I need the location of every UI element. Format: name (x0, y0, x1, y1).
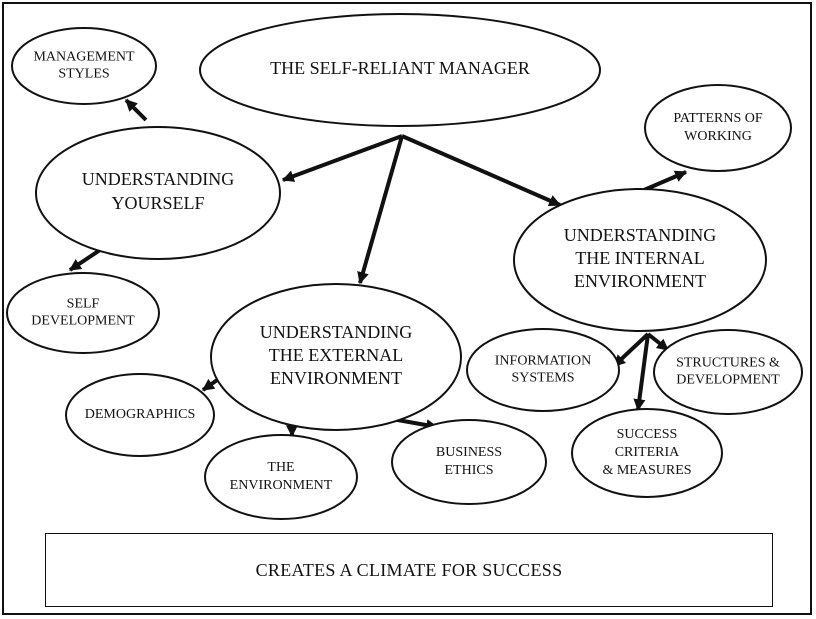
node-yourself-label-2: YOURSELF (111, 193, 204, 213)
node-information-systems: INFORMATION SYSTEMS (466, 328, 620, 412)
node-management-styles-label-1: MANAGEMENT (33, 50, 135, 65)
node-demographics: DEMOGRAPHICS (65, 373, 215, 457)
node-internal-ellipse (513, 188, 767, 332)
node-management-styles: MANAGEMENT STYLES (11, 27, 157, 105)
node-success-criteria-label-3: & MEASURES (602, 463, 691, 478)
node-external-ellipse (210, 283, 462, 431)
arrows (68, 98, 688, 438)
node-structures-development-label-1: STRUCTURES & (676, 356, 780, 371)
node-the-environment-ellipse (204, 434, 358, 520)
node-internal-label-2: THE INTERNAL (575, 248, 704, 268)
node-success-criteria: SUCCESS CRITERIA & MEASURES (571, 408, 723, 498)
node-structures-development-ellipse (653, 329, 803, 415)
arrow-yourself-to-self-development (68, 248, 102, 272)
node-success-criteria-label-1: SUCCESS (617, 427, 678, 442)
node-the-environment-label-2: ENVIRONMENT (230, 478, 333, 493)
node-self-development-label-2: DEVELOPMENT (31, 314, 135, 329)
node-structures-development-label-2: DEVELOPMENT (676, 373, 780, 388)
node-the-environment-label-1: THE (267, 460, 294, 475)
node-the-environment: THE ENVIRONMENT (204, 434, 358, 520)
node-internal-label-3: ENVIRONMENT (574, 271, 706, 291)
node-success-criteria-label-2: CRITERIA (615, 445, 680, 460)
node-root: THE SELF-RELIANT MANAGER (199, 13, 601, 127)
node-yourself-ellipse (35, 126, 281, 260)
node-information-systems-label-2: SYSTEMS (511, 371, 574, 386)
arrow-internal-to-patterns-of-working (643, 170, 688, 192)
arrow-root-to-external (357, 135, 404, 285)
node-yourself: UNDERSTANDING YOURSELF (35, 126, 281, 260)
arrow-root-to-internal (401, 134, 562, 207)
node-demographics-label-1: DEMOGRAPHICS (85, 407, 195, 422)
node-patterns-of-working-label-2: WORKING (684, 129, 752, 144)
node-business-ethics: BUSINESS ETHICS (391, 419, 547, 505)
node-external: UNDERSTANDING THE EXTERNAL ENVIRONMENT (210, 283, 462, 431)
node-business-ethics-ellipse (391, 419, 547, 505)
arrow-root-to-yourself (281, 134, 403, 182)
arrow-internal-to-structures-development (646, 332, 670, 352)
node-information-systems-ellipse (466, 328, 620, 412)
node-external-label-3: ENVIRONMENT (270, 368, 402, 388)
node-external-label-2: THE EXTERNAL (269, 345, 403, 365)
node-root-ellipse (199, 13, 601, 127)
node-information-systems-label-1: INFORMATION (495, 354, 591, 369)
node-root-label-1: THE SELF-RELIANT MANAGER (270, 58, 530, 78)
node-self-development-label-1: SELF (67, 297, 100, 312)
node-internal: UNDERSTANDING THE INTERNAL ENVIRONMENT (513, 188, 767, 332)
node-management-styles-ellipse (11, 27, 157, 105)
arrow-internal-to-information-systems (612, 332, 650, 368)
nodes: THE SELF-RELIANT MANAGER UNDERSTANDING YOU… (6, 13, 803, 520)
arrow-internal-to-success-criteria (633, 333, 650, 412)
node-success-criteria-ellipse (571, 408, 723, 498)
node-patterns-of-working-ellipse (644, 84, 792, 172)
node-self-development: SELF DEVELOPMENT (6, 272, 160, 354)
node-structures-development: STRUCTURES & DEVELOPMENT (653, 329, 803, 415)
node-management-styles-label-2: STYLES (58, 67, 109, 82)
node-demographics-ellipse (65, 373, 215, 457)
node-internal-label-1: UNDERSTANDING (564, 225, 717, 245)
node-self-development-ellipse (6, 272, 160, 354)
node-patterns-of-working: PATTERNS OF WORKING (644, 84, 792, 172)
node-business-ethics-label-2: ETHICS (445, 463, 494, 478)
node-external-label-1: UNDERSTANDING (260, 322, 413, 342)
node-patterns-of-working-label-1: PATTERNS OF (673, 111, 763, 126)
footer-banner: CREATES A CLIMATE FOR SUCCESS (45, 533, 773, 607)
node-yourself-label-1: UNDERSTANDING (82, 169, 235, 189)
node-business-ethics-label-1: BUSINESS (436, 445, 502, 460)
arrow-yourself-to-management-styles (124, 98, 148, 122)
